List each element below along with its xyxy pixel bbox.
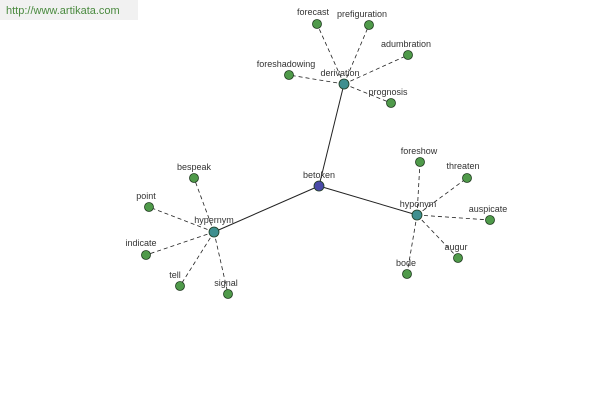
edge-hypernym-bespeak (193, 177, 215, 233)
leaf-node-adumbration[interactable] (403, 50, 413, 60)
edge-derivation-forecast (316, 23, 345, 85)
leaf-node-auspicate[interactable] (485, 215, 495, 225)
leaf-node-foreshow[interactable] (415, 157, 425, 167)
hub-node-hyponym[interactable] (411, 209, 423, 221)
graph-labels: forecast prefiguration adumbration foreshad… (125, 7, 507, 288)
leaf-label-prefiguration: prefiguration (337, 9, 387, 19)
edge-derivation-adumbration (343, 54, 409, 85)
edge-derivation-prognosis (343, 83, 392, 104)
center-label: betoken (303, 170, 335, 180)
graph-nodes (141, 19, 495, 299)
leaf-label-foreshadowing: foreshadowing (257, 59, 316, 69)
leaf-label-indicate: indicate (125, 238, 156, 248)
leaf-label-bespeak: bespeak (177, 162, 212, 172)
leaf-label-prognosis: prognosis (368, 87, 408, 97)
leaf-node-prognosis[interactable] (386, 98, 396, 108)
edge-hyponym-bode (406, 214, 418, 275)
leaf-node-foreshadowing[interactable] (284, 70, 294, 80)
leaf-label-signal: signal (214, 278, 238, 288)
edge-hyponym-auspicate (416, 214, 491, 221)
center-node[interactable] (313, 180, 325, 192)
site-url-watermark[interactable]: http://www.artikata.com (0, 0, 138, 20)
leaf-node-signal[interactable] (223, 289, 233, 299)
edge-hypernym-point (148, 206, 215, 233)
edge-derivation-foreshadowing (288, 74, 345, 85)
edge-derivation-prefiguration (343, 24, 370, 85)
leaf-node-point[interactable] (144, 202, 154, 212)
edge-center-derivation (318, 83, 345, 187)
leaf-node-forecast[interactable] (312, 19, 322, 29)
hub-label-derivation: derivation (320, 68, 359, 78)
edge-center-hypernym (213, 185, 320, 233)
leaf-node-tell[interactable] (175, 281, 185, 291)
hub-node-hypernym[interactable] (208, 226, 220, 238)
hub-label-hyponym: hyponym (400, 199, 437, 209)
edge-hypernym-tell (179, 231, 215, 287)
leaf-label-augur: augur (444, 242, 467, 252)
leaf-label-auspicate: auspicate (469, 204, 508, 214)
leaf-node-indicate[interactable] (141, 250, 151, 260)
leaf-node-prefiguration[interactable] (364, 20, 374, 30)
leaf-label-point: point (136, 191, 156, 201)
edge-hyponym-augur (416, 214, 459, 259)
edge-hyponym-foreshow (416, 161, 421, 216)
leaf-node-bode[interactable] (402, 269, 412, 279)
leaf-label-foreshow: foreshow (401, 146, 438, 156)
edge-hypernym-signal (213, 231, 229, 295)
leaf-label-adumbration: adumbration (381, 39, 431, 49)
leaf-label-tell: tell (169, 270, 181, 280)
hub-node-derivation[interactable] (338, 78, 350, 90)
leaf-label-bode: bode (396, 258, 416, 268)
leaf-label-threaten: threaten (446, 161, 479, 171)
leaf-node-threaten[interactable] (462, 173, 472, 183)
leaf-label-forecast: forecast (297, 7, 330, 17)
hub-label-hypernym: hypernym (194, 215, 234, 225)
edge-center-hyponym (318, 185, 418, 216)
leaf-node-augur[interactable] (453, 253, 463, 263)
leaf-node-bespeak[interactable] (189, 173, 199, 183)
edge-hypernym-indicate (145, 231, 215, 256)
edge-hyponym-threaten (416, 177, 468, 216)
graph-edges (145, 23, 491, 295)
